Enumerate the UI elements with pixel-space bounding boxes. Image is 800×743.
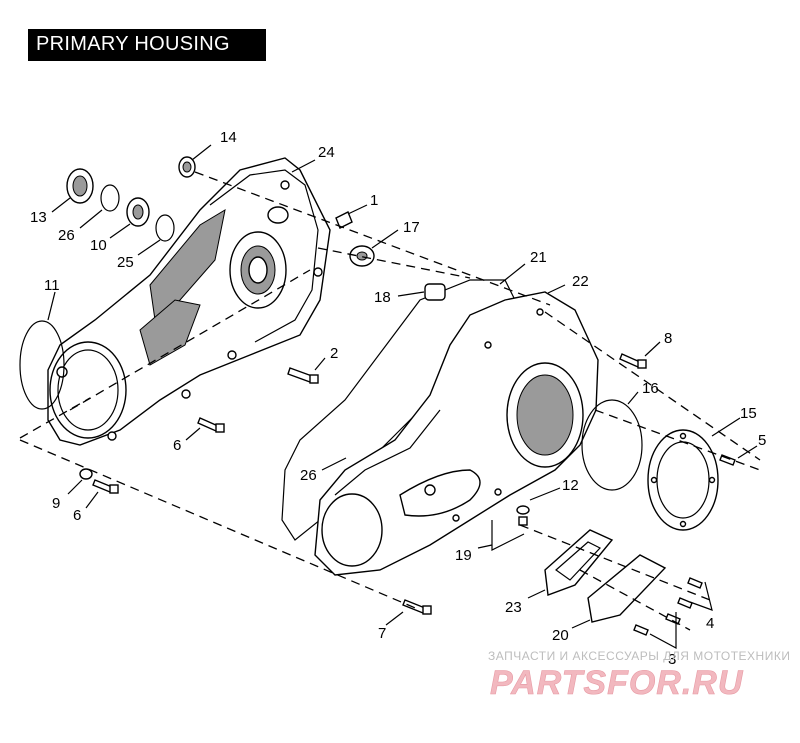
callout-19: 19 — [455, 547, 472, 564]
callout-10: 10 — [90, 237, 107, 254]
callout-12: 12 — [562, 477, 579, 494]
callout-5: 5 — [758, 432, 766, 449]
watermark: ЗАПЧАСТИ И АКСЕССУАРЫ ДЛЯ МОТОТЕХНИКИ PA… — [488, 649, 790, 702]
title-bar: PRIMARY HOUSING — [28, 29, 266, 61]
ring-25 — [155, 214, 175, 242]
watermark-logo: PARTSFOR.RU — [490, 664, 744, 702]
callout-13: 13 — [30, 209, 47, 226]
gasket-23 — [544, 529, 614, 596]
callout-6a: 6 — [173, 437, 181, 454]
leader-lines — [47, 144, 758, 650]
callout-9: 9 — [52, 495, 60, 512]
page-title: PRIMARY HOUSING — [36, 33, 230, 55]
bearing-10 — [126, 197, 150, 227]
callout-1: 1 — [370, 192, 378, 209]
callout-labels: 14 24 13 26 10 25 1 17 11 21 22 18 8 2 1… — [30, 129, 766, 668]
alignment-lines — [19, 171, 761, 631]
derby-cover-15 — [647, 429, 719, 531]
callout-22: 22 — [572, 273, 589, 290]
spacer-18 — [424, 283, 446, 301]
callout-24: 24 — [318, 144, 335, 161]
screw-8 — [619, 353, 647, 369]
screws-4 — [677, 577, 703, 609]
callout-21: 21 — [530, 249, 547, 266]
callout-11: 11 — [44, 277, 60, 294]
callout-16: 16 — [642, 380, 659, 397]
callout-23: 23 — [505, 599, 522, 616]
dowel-1 — [335, 211, 353, 229]
screw-6b — [92, 479, 119, 494]
callout-7: 7 — [378, 625, 386, 642]
screw-6a — [197, 417, 225, 433]
screws-3 — [633, 613, 681, 636]
callout-26: 26 — [58, 227, 75, 244]
seal-14 — [178, 156, 196, 178]
callout-15: 15 — [740, 405, 757, 422]
callout-2: 2 — [330, 345, 338, 362]
callout-18: 18 — [374, 289, 391, 306]
o-ring-16 — [581, 399, 643, 491]
outer-primary-cover — [314, 291, 599, 576]
callout-25: 25 — [117, 254, 134, 271]
callout-3: 3 — [668, 651, 676, 668]
callout-17: 17 — [403, 219, 420, 236]
inspection-cover-20 — [587, 554, 667, 623]
watermark-caption: ЗАПЧАСТИ И АКСЕССУАРЫ ДЛЯ МОТОТЕХНИКИ — [488, 649, 790, 663]
washer-9 — [79, 468, 93, 480]
callout-14: 14 — [220, 129, 237, 146]
screw-2 — [287, 367, 319, 384]
screw-7 — [402, 599, 432, 615]
plug-12 — [516, 505, 530, 526]
inner-primary-housing — [47, 157, 331, 446]
callout-8: 8 — [664, 330, 672, 347]
callout-4: 4 — [706, 615, 714, 632]
callout-20: 20 — [552, 627, 569, 644]
seal-17 — [349, 245, 375, 267]
seal-13 — [66, 168, 94, 204]
callout-6b: 6 — [73, 507, 81, 524]
ring-26 — [100, 184, 120, 212]
callout-26b: 26 — [300, 467, 317, 484]
o-ring-11 — [19, 320, 65, 410]
